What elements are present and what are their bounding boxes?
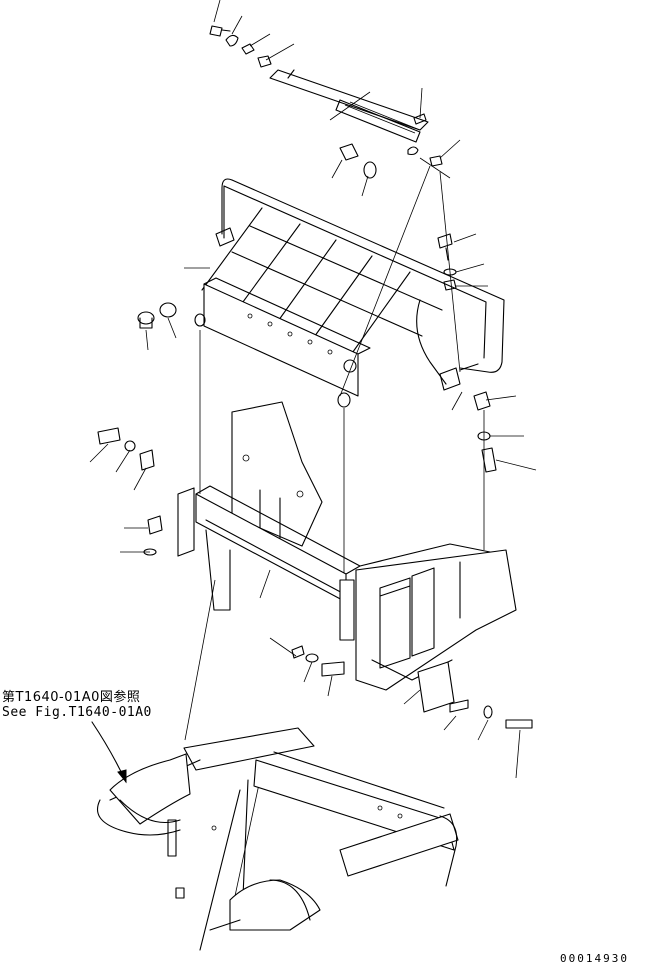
main-crossmember xyxy=(178,486,360,640)
lower-right-bracket xyxy=(404,662,532,778)
fasteners-center xyxy=(90,428,344,696)
handrail-guard xyxy=(202,179,504,390)
right-frame-section xyxy=(356,544,516,690)
reference-arrow xyxy=(92,722,126,782)
fasteners-mid-left xyxy=(138,268,210,350)
explosion-axes xyxy=(185,166,484,910)
reference-label-english: See Fig.T1640-01A0 xyxy=(2,705,152,720)
lower-chassis-frame xyxy=(98,728,459,950)
reference-label-japanese: 第T1640-01A0図参照 xyxy=(2,690,141,705)
drawing-number: 00014930 xyxy=(560,952,629,965)
top-hardware-group xyxy=(210,26,442,178)
leader-lines-top xyxy=(214,0,460,196)
upper-plate xyxy=(195,278,370,407)
fasteners-right xyxy=(438,234,536,472)
